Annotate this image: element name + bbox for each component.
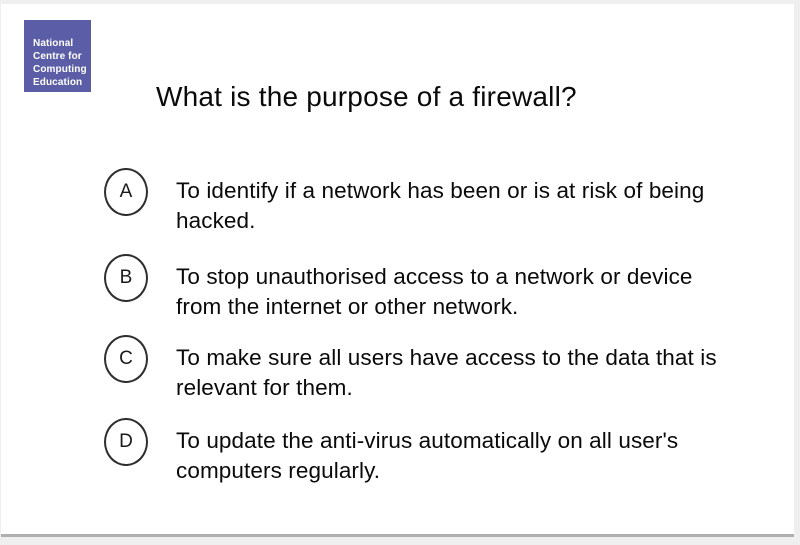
logo-line: Centre for: [33, 51, 82, 62]
option-text-line: relevant for them.: [176, 375, 353, 400]
option-letter-badge: D: [104, 418, 148, 466]
option-letter-badge: B: [104, 254, 148, 302]
question-title: What is the purpose of a firewall?: [156, 81, 577, 112]
answer-option-d[interactable]: D To update the anti-virus automatically…: [104, 418, 764, 483]
option-text: To stop unauthorised access to a network…: [176, 262, 693, 322]
option-text-line: hacked.: [176, 208, 256, 233]
answer-option-c[interactable]: C To make sure all users have access to …: [104, 335, 764, 400]
option-text: To update the anti-virus automatically o…: [176, 426, 678, 486]
option-text-line: from the internet or other network.: [176, 294, 519, 319]
answer-option-b[interactable]: B To stop unauthorised access to a netwo…: [104, 254, 764, 319]
answer-option-a[interactable]: A To identify if a network has been or i…: [104, 168, 764, 233]
option-text-line: To make sure all users have access to th…: [176, 345, 717, 370]
option-letter-badge: A: [104, 168, 148, 216]
option-text-line: To identify if a network has been or is …: [176, 178, 705, 203]
option-letter-badge: C: [104, 335, 148, 383]
ncce-logo: National Centre for Computing Education: [24, 20, 91, 92]
option-text: To identify if a network has been or is …: [176, 176, 704, 236]
logo-line: Education: [33, 77, 83, 88]
option-text-line: To stop unauthorised access to a network…: [176, 264, 693, 289]
logo-line: National: [33, 38, 74, 49]
logo-line: Computing: [33, 64, 87, 75]
quiz-slide: National Centre for Computing Education …: [1, 4, 794, 537]
option-text-line: To update the anti-virus automatically o…: [176, 428, 679, 453]
option-text: To make sure all users have access to th…: [176, 343, 717, 403]
option-text-line: computers regularly.: [176, 458, 381, 483]
